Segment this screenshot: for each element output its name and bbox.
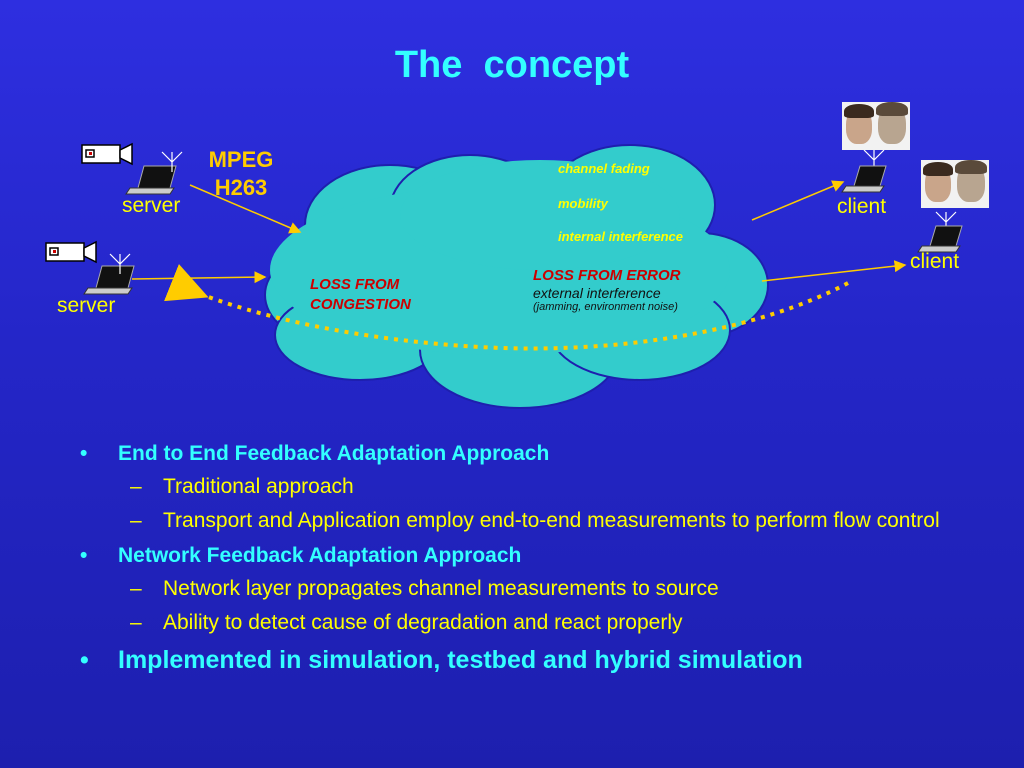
network-cloud — [264, 144, 769, 409]
server-label: server — [122, 194, 181, 217]
feedback-dotted-arrow — [164, 264, 849, 351]
client-label: client — [910, 250, 960, 273]
laptop-icon — [841, 165, 887, 193]
bullet-list: End to End Feedback Adaptation Approach … — [80, 440, 980, 682]
client-label: client — [837, 195, 887, 218]
user-photo-icon — [842, 102, 910, 150]
server-label: server — [57, 294, 116, 317]
sub-bullet-item: Traditional approach — [80, 474, 980, 499]
server1-link-arrow — [189, 184, 302, 234]
error-loss-line1: external interference — [533, 285, 661, 301]
video-camera-icon — [81, 142, 133, 166]
laptop-icon — [917, 225, 963, 253]
congestion-line1: LOSS FROM — [310, 276, 400, 293]
channel-item: channel fading — [558, 161, 650, 176]
server2-link-arrow — [131, 271, 267, 284]
channel-item: mobility — [558, 196, 608, 211]
bullet-item: Network Feedback Adaptation Approach — [80, 542, 980, 570]
bullet-item: Implemented in simulation, testbed and h… — [80, 644, 980, 676]
congestion-loss-label: LOSS FROM CONGESTION — [310, 275, 411, 315]
antenna-icon — [109, 253, 131, 274]
codec-mpeg: MPEG — [208, 147, 274, 172]
client2-link-arrow — [761, 260, 907, 282]
congestion-line2: CONGESTION — [310, 296, 411, 313]
channel-item: internal interference — [558, 229, 683, 244]
video-camera-icon — [45, 240, 97, 264]
laptop-icon — [83, 265, 135, 295]
antenna-icon — [161, 151, 183, 172]
error-loss-line2: (jamming, environment noise) — [533, 301, 678, 313]
sub-bullet-item: Transport and Application employ end-to-… — [80, 508, 980, 533]
sub-bullet-item: Network layer propagates channel measure… — [80, 576, 980, 601]
error-loss-title: LOSS FROM ERROR — [533, 267, 681, 284]
laptop-icon — [125, 165, 177, 195]
slide-title: The concept — [394, 44, 630, 86]
client1-link-arrow — [751, 180, 845, 221]
sub-bullet-item: Ability to detect cause of degradation a… — [80, 610, 980, 635]
antenna-icon — [863, 149, 885, 168]
codec-label: MPEG H263 — [196, 146, 286, 202]
bullet-item: End to End Feedback Adaptation Approach — [80, 440, 980, 468]
user-photo-icon — [921, 160, 989, 208]
codec-h263: H263 — [214, 175, 268, 200]
error-loss-label: LOSS FROM ERROR external interference (j… — [533, 266, 681, 313]
network-diagram — [45, 142, 963, 409]
